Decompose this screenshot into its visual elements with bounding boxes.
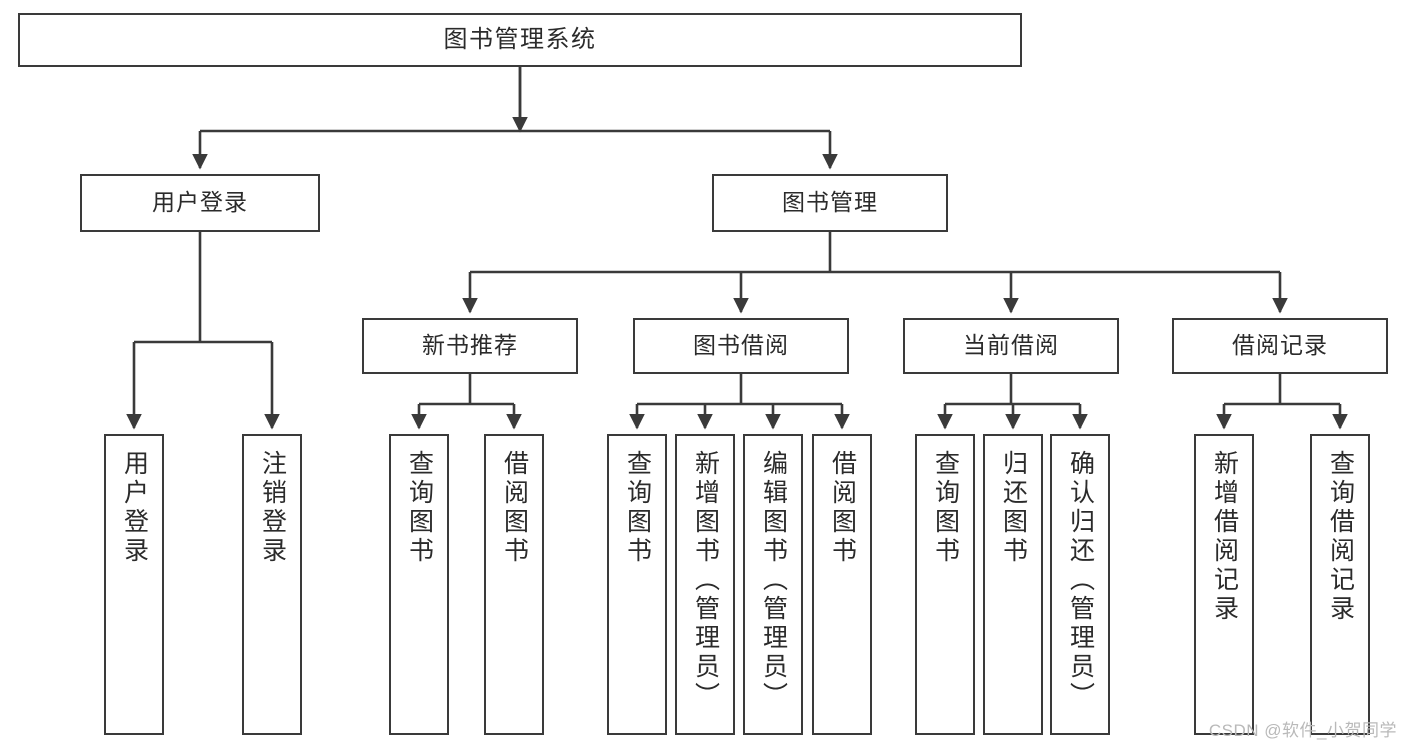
leaf-add-borrow-record[interactable]: 新增借阅记录 bbox=[1194, 434, 1254, 735]
node-label: 新增图书（管理员） bbox=[691, 450, 720, 711]
node-label: 查询借阅记录 bbox=[1326, 450, 1355, 624]
node-label: 查询图书 bbox=[931, 450, 960, 566]
node-label: 用户登录 bbox=[120, 450, 149, 566]
node-label: 查询图书 bbox=[405, 450, 434, 566]
leaf-borrow-book-recommend[interactable]: 借阅图书 bbox=[484, 434, 544, 735]
node-book-management[interactable]: 图书管理 bbox=[712, 174, 948, 232]
node-label: 图书借阅 bbox=[693, 332, 789, 359]
node-label: 借阅图书 bbox=[828, 450, 857, 566]
node-label: 借阅图书 bbox=[500, 450, 529, 566]
node-label: 图书管理系统 bbox=[443, 25, 597, 53]
node-borrow-record[interactable]: 借阅记录 bbox=[1172, 318, 1388, 374]
leaf-add-book-admin[interactable]: 新增图书（管理员） bbox=[675, 434, 735, 735]
leaf-query-borrow-record[interactable]: 查询借阅记录 bbox=[1310, 434, 1370, 735]
node-label: 借阅记录 bbox=[1232, 332, 1328, 359]
leaf-query-book-current[interactable]: 查询图书 bbox=[915, 434, 975, 735]
node-label: 新书推荐 bbox=[422, 332, 518, 359]
node-label: 图书管理 bbox=[782, 189, 878, 216]
node-label: 归还图书 bbox=[999, 450, 1028, 566]
node-label: 新增借阅记录 bbox=[1210, 450, 1239, 624]
leaf-query-book-borrow[interactable]: 查询图书 bbox=[607, 434, 667, 735]
node-user-login[interactable]: 用户登录 bbox=[80, 174, 320, 232]
node-label: 编辑图书（管理员） bbox=[759, 450, 788, 711]
node-label: 用户登录 bbox=[152, 189, 248, 216]
node-book-borrow[interactable]: 图书借阅 bbox=[633, 318, 849, 374]
leaf-return-book[interactable]: 归还图书 bbox=[983, 434, 1043, 735]
node-label: 当前借阅 bbox=[963, 332, 1059, 359]
leaf-user-login[interactable]: 用户登录 bbox=[104, 434, 164, 735]
leaf-borrow-book[interactable]: 借阅图书 bbox=[812, 434, 872, 735]
node-label: 注销登录 bbox=[258, 450, 287, 566]
node-current-borrow[interactable]: 当前借阅 bbox=[903, 318, 1119, 374]
node-root-system[interactable]: 图书管理系统 bbox=[18, 13, 1022, 67]
node-label: 确认归还（管理员） bbox=[1066, 450, 1095, 711]
leaf-logout[interactable]: 注销登录 bbox=[242, 434, 302, 735]
leaf-confirm-return-admin[interactable]: 确认归还（管理员） bbox=[1050, 434, 1110, 735]
watermark: CSDN @软件_小贺同学 bbox=[1208, 721, 1397, 740]
leaf-edit-book-admin[interactable]: 编辑图书（管理员） bbox=[743, 434, 803, 735]
leaf-query-book-recommend[interactable]: 查询图书 bbox=[389, 434, 449, 735]
node-new-book-recommend[interactable]: 新书推荐 bbox=[362, 318, 578, 374]
node-label: 查询图书 bbox=[623, 450, 652, 566]
